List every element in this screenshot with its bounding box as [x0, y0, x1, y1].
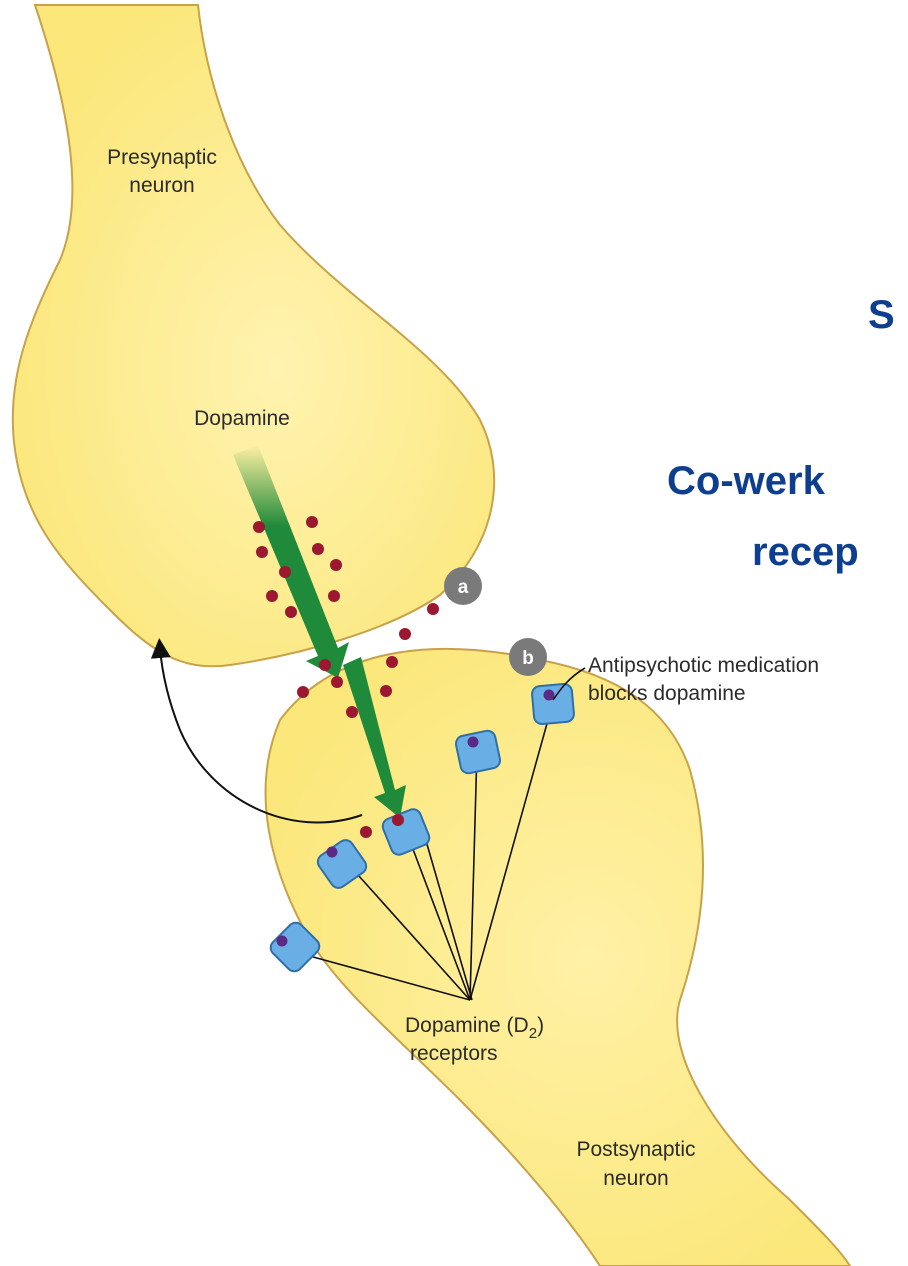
receptors-label-main: Dopamine (D: [405, 1014, 529, 1037]
antipsychotic-label-line2: blocks dopamine: [588, 682, 746, 705]
marker-a: a: [444, 567, 482, 605]
postsynaptic-label-line1: Postsynaptic: [576, 1138, 695, 1161]
dopamine-label: Dopamine: [194, 407, 290, 430]
presynaptic-neuron: [13, 5, 494, 666]
receptors-label-close: ): [537, 1014, 544, 1037]
slide-title-line1: S: [868, 293, 895, 337]
presynaptic-label-line2: neuron: [129, 174, 194, 197]
svg-text:a: a: [458, 577, 469, 598]
receptors-label-subscript: 2: [529, 1025, 537, 1042]
postsynaptic-neuron: [266, 649, 850, 1266]
marker-b: b: [509, 638, 547, 676]
slide-title-line2: Co-werk: [667, 459, 826, 503]
slide-title-line3: recep: [752, 530, 859, 574]
receptors-label-line2: receptors: [410, 1042, 498, 1065]
postsynaptic-label-line2: neuron: [603, 1167, 668, 1190]
svg-text:b: b: [522, 648, 534, 669]
antipsychotic-label-line1: Antipsychotic medication: [588, 654, 819, 677]
presynaptic-label-line1: Presynaptic: [107, 146, 217, 169]
